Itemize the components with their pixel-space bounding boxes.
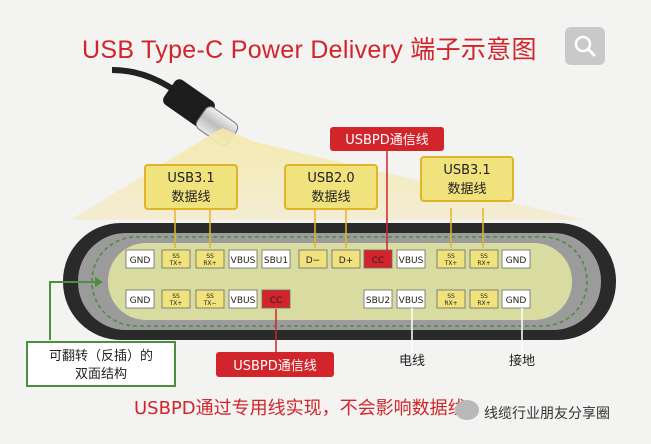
tag-usb31-left-line1: USB3.1 bbox=[167, 171, 214, 186]
pin-label-part: SS bbox=[172, 253, 180, 260]
search-zoom-icon bbox=[574, 35, 596, 57]
pin-gnd: GND bbox=[125, 289, 155, 309]
pin-label: GND bbox=[130, 256, 151, 266]
pin-d-: D+ bbox=[331, 249, 361, 269]
tag-usb20-line2: 数据线 bbox=[311, 190, 350, 205]
pin-label-part: TX+ bbox=[169, 300, 183, 307]
tag-usb31-right-line2: 数据线 bbox=[447, 182, 486, 197]
pin-label-part: SS bbox=[172, 293, 180, 300]
pin-vbus: VBUS bbox=[396, 249, 426, 269]
reversible-note-line2: 双面结构 bbox=[75, 367, 127, 382]
reversible-arrow bbox=[49, 281, 95, 340]
pin-d-: D− bbox=[298, 249, 328, 269]
pin-label: D+ bbox=[339, 256, 353, 266]
pin-label-part: RX+ bbox=[477, 300, 490, 307]
footer-caption: USBPD通过专用线实现，不会影响数据线 bbox=[134, 398, 466, 419]
diagram-title: USB Type-C Power Delivery 端子示意图 bbox=[82, 36, 537, 64]
pin-label: VBUS bbox=[231, 256, 256, 266]
tag-usb31-right-line1: USB3.1 bbox=[443, 163, 490, 178]
pin-sbu1: SBU1 bbox=[261, 249, 291, 269]
tag-usb20: USB2.0 数据线 bbox=[284, 164, 378, 210]
pin-label-part: RX+ bbox=[203, 260, 216, 267]
pin-vbus: VBUS bbox=[228, 289, 258, 309]
pin-label: SBU2 bbox=[366, 296, 390, 306]
pin-label: VBUS bbox=[231, 296, 256, 306]
pin-label: SBU1 bbox=[264, 256, 288, 266]
pin-label-part: RX+ bbox=[477, 260, 490, 267]
wechat-icon bbox=[455, 400, 479, 420]
tag-usbpd-top-label: USBPD通信线 bbox=[345, 133, 429, 148]
pin-label: VBUS bbox=[399, 256, 424, 266]
pin-label: GND bbox=[506, 296, 527, 306]
reversible-note-line1: 可翻转（反插）的 bbox=[49, 348, 153, 364]
tag-usb31-left: USB3.1 数据线 bbox=[144, 164, 238, 210]
tag-usbpd-bottom-label: USBPD通信线 bbox=[233, 359, 317, 374]
tag-usb31-left-line2: 数据线 bbox=[171, 190, 210, 205]
pin-cc: CC bbox=[261, 289, 291, 309]
pin-label-part: SS bbox=[480, 293, 488, 300]
pin-label-part: TX− bbox=[203, 300, 217, 307]
tag-usb31-right: USB3.1 数据线 bbox=[420, 156, 514, 202]
pin-vbus: VBUS bbox=[396, 289, 426, 309]
power-line-label: 电线 bbox=[399, 354, 425, 369]
pin-label: D− bbox=[306, 256, 320, 266]
pin-label-part: SS bbox=[447, 293, 455, 300]
pin-label: VBUS bbox=[399, 296, 424, 306]
watermark-text: 线缆行业朋友分享圈 bbox=[484, 406, 610, 422]
pin-label: CC bbox=[270, 296, 283, 306]
pin-gnd: GND bbox=[501, 249, 531, 269]
pin-label-part: SS bbox=[447, 253, 455, 260]
pin-label-part: TX+ bbox=[169, 260, 183, 267]
pin-label: GND bbox=[130, 296, 151, 306]
pin-label-part: TX+ bbox=[444, 260, 458, 267]
pin-label: CC bbox=[372, 256, 385, 266]
pin-label-part: SS bbox=[206, 293, 214, 300]
zoom-button[interactable] bbox=[565, 27, 605, 65]
ground-label: 接地 bbox=[509, 353, 535, 369]
pin-cc: CC bbox=[363, 249, 393, 269]
tag-leaders bbox=[174, 208, 484, 248]
pin-vbus: VBUS bbox=[228, 249, 258, 269]
pin-sbu2: SBU2 bbox=[363, 289, 393, 309]
pin-label-part: SS bbox=[480, 253, 488, 260]
tag-usb20-line1: USB2.0 bbox=[307, 171, 354, 186]
tag-usbpd-bottom: USBPD通信线 bbox=[216, 352, 334, 377]
pin-gnd: GND bbox=[125, 249, 155, 269]
pin-label-part: SS bbox=[206, 253, 214, 260]
reversible-note-box bbox=[26, 341, 176, 387]
tag-usbpd-top: USBPD通信线 bbox=[330, 127, 444, 151]
pin-label-part: RX+ bbox=[444, 300, 457, 307]
pin-label: GND bbox=[506, 256, 527, 266]
pin-gnd: GND bbox=[501, 289, 531, 309]
